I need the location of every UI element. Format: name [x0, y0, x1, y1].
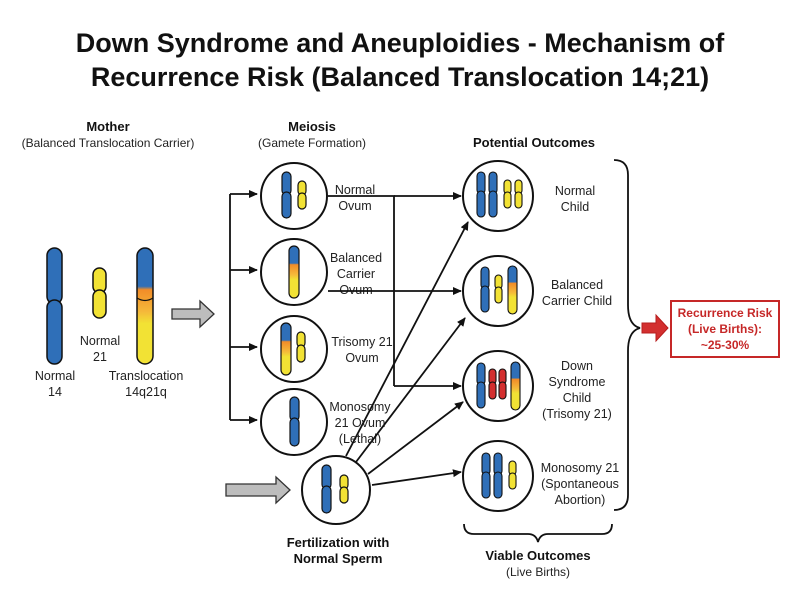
- normal-child-circle: [462, 160, 534, 232]
- viable-outcomes-heading: Viable Outcomes: [485, 548, 590, 563]
- outcomes-heading: Potential Outcomes: [473, 135, 595, 150]
- chromosome-14: [46, 247, 63, 365]
- balanced-carrier-child-label-1: Balanced: [551, 278, 603, 292]
- fertilization-label-1: Fertilization with: [287, 535, 390, 550]
- label-normal-14-line1: Normal: [35, 369, 75, 383]
- trisomy21-ovum-label-1: Trisomy 21: [331, 335, 392, 349]
- meiosis-subheading: (Gamete Formation): [258, 136, 366, 150]
- monosomy21-ovum-label-1: Monosomy: [329, 400, 391, 414]
- monosomy21-ovum-circle: [260, 388, 328, 456]
- meiosis-branch-connector: [229, 190, 258, 424]
- outcomes-right-brace: [613, 159, 641, 511]
- recurrence-risk-line-2: (Live Births):: [688, 322, 762, 336]
- recurrence-risk-arrow: [641, 313, 669, 343]
- balanced-carrier-ovum-label-3: Ovum: [339, 283, 372, 297]
- normal-child-label-2: Child: [561, 200, 590, 214]
- monosomy21-outcome-label-3: Abortion): [555, 493, 606, 507]
- normal-sperm-circle: [301, 455, 371, 525]
- down-syndrome-child-label-3: Child: [563, 391, 592, 405]
- normal-ovum-label-1: Normal: [335, 183, 375, 197]
- down-syndrome-child-label-2: Syndrome: [549, 375, 606, 389]
- monosomy21-outcome-label-1: Monosomy 21: [541, 461, 620, 475]
- sperm-to-outcomes-arrows: [345, 221, 469, 486]
- chromosome-21: [92, 267, 107, 319]
- down-syndrome-child-circle: [462, 350, 534, 422]
- label-translocation-line2: 14q21q: [125, 385, 167, 399]
- monosomy21-outcome-circle: [462, 440, 534, 512]
- normal-ovum-label-2: Ovum: [338, 199, 371, 213]
- balanced-carrier-ovum-label-1: Balanced: [330, 251, 382, 265]
- down-syndrome-child-label-1: Down: [561, 359, 593, 373]
- fertilization-label-2: Normal Sperm: [294, 551, 383, 566]
- title-line-2: Recurrence Risk (Balanced Translocation …: [91, 62, 709, 92]
- viable-outcomes-bracket: [463, 523, 613, 543]
- mother-subheading: (Balanced Translocation Carrier): [22, 136, 195, 150]
- trisomy21-ovum-label-2: Ovum: [345, 351, 378, 365]
- monosomy21-ovum-label-2: 21 Ovum: [335, 416, 386, 430]
- balanced-carrier-ovum-label-2: Carrier: [337, 267, 375, 281]
- balanced-carrier-child-circle: [462, 255, 534, 327]
- monosomy21-outcome-label-2: (Spontaneous: [541, 477, 619, 491]
- monosomy21-ovum-label-3: (Lethal): [339, 432, 381, 446]
- label-translocation-line1: Translocation: [109, 369, 184, 383]
- normal-ovum-circle: [260, 162, 328, 230]
- viable-outcomes-subheading: (Live Births): [506, 565, 570, 579]
- balanced-carrier-child-label-2: Carrier Child: [542, 294, 612, 308]
- title-line-1: Down Syndrome and Aneuploidies - Mechani…: [76, 28, 726, 58]
- balanced-carrier-ovum-circle: [260, 238, 328, 306]
- normal-child-label-1: Normal: [555, 184, 595, 198]
- meiosis-heading: Meiosis: [288, 119, 336, 134]
- label-normal-21-line1: Normal: [80, 334, 120, 348]
- label-normal-21-line2: 21: [93, 350, 107, 364]
- label-normal-14-line2: 14: [48, 385, 62, 399]
- gray-arrow-to-meiosis: [171, 299, 215, 329]
- recurrence-risk-line-1: Recurrence Risk: [678, 306, 773, 320]
- recurrence-risk-box: [670, 300, 780, 358]
- down-syndrome-child-label-4: (Trisomy 21): [542, 407, 612, 421]
- mother-heading: Mother: [86, 119, 129, 134]
- gray-arrow-to-sperm: [225, 475, 291, 505]
- trisomy21-ovum-circle: [260, 315, 328, 383]
- translocation-chromosome-14q21q: [136, 247, 154, 365]
- ova-to-outcomes-connectors: [328, 192, 462, 390]
- recurrence-risk-line-3: ~25-30%: [701, 338, 750, 352]
